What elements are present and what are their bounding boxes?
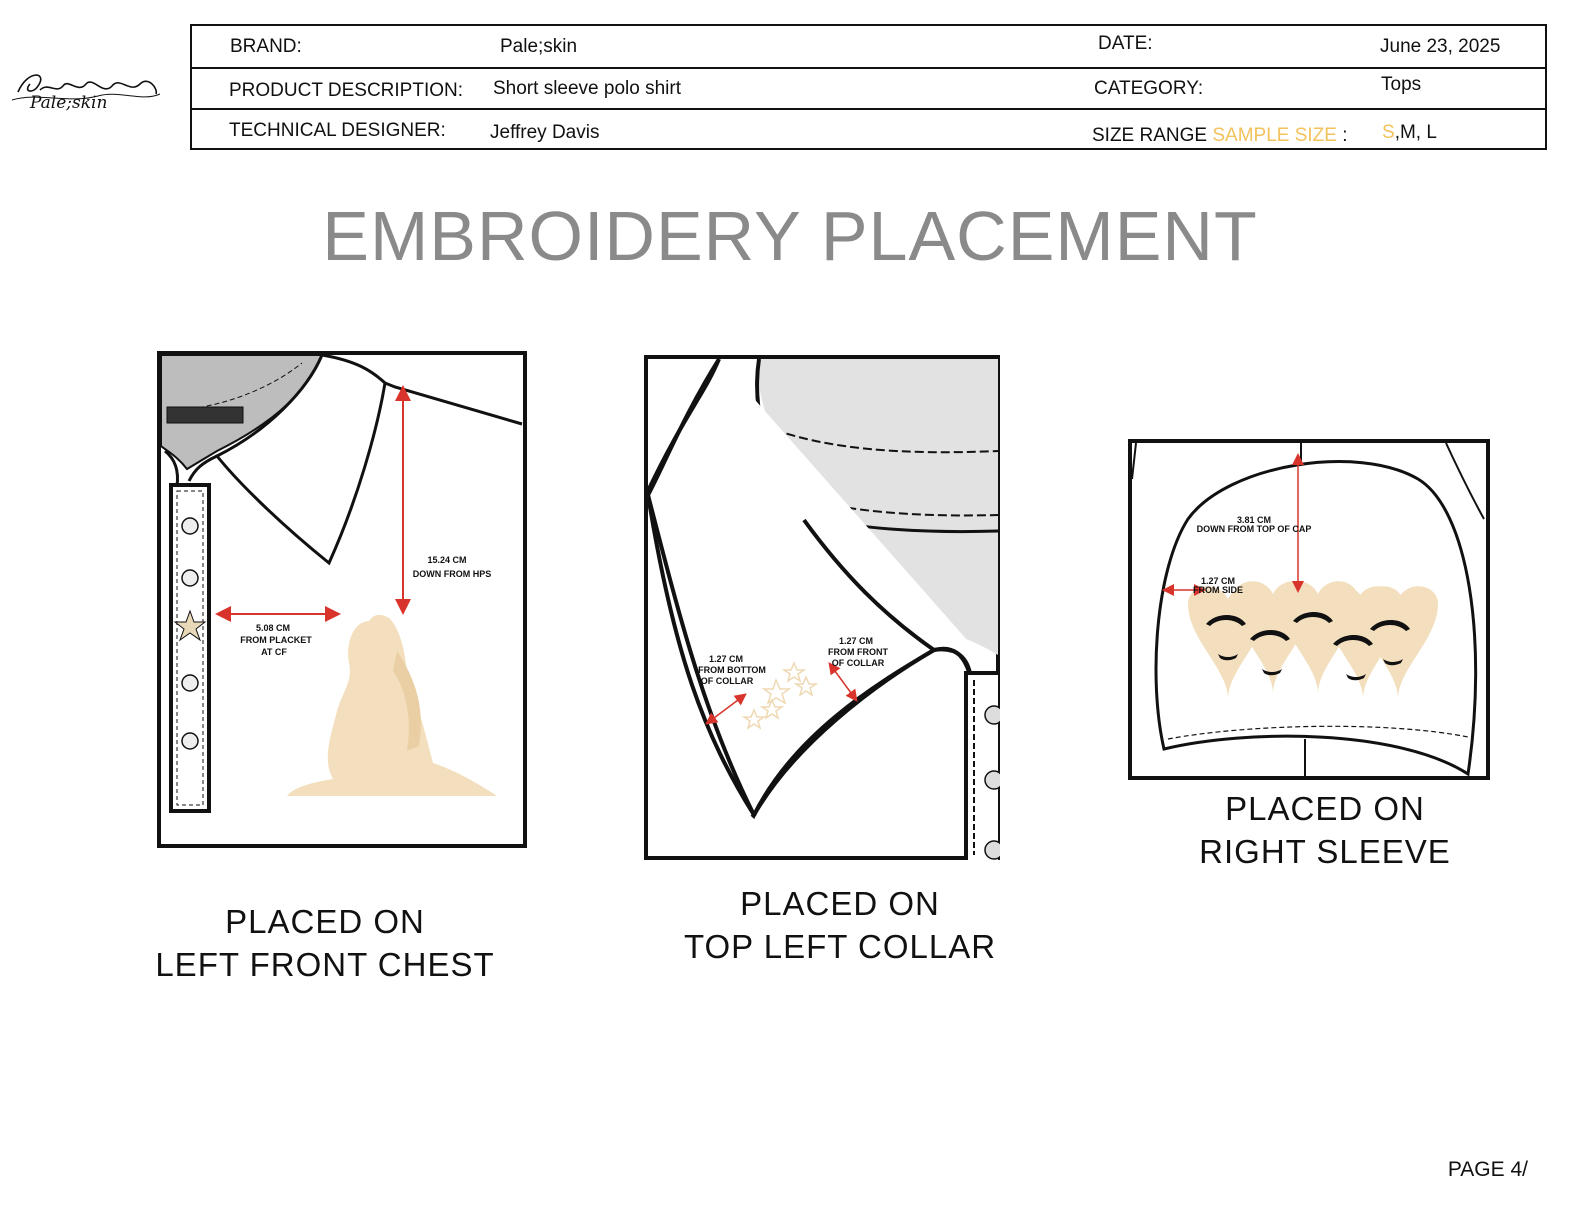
date-value: June 23, 2025 [1380,36,1501,57]
size-colon: : [1342,125,1348,146]
star-button-icon [173,609,207,642]
chest-placement-panel: 15.24 CM DOWN FROM HPS 5.08 CM FROM PLAC… [157,351,527,848]
chest-caption-line-2: LEFT FRONT CHEST [155,946,495,983]
collar-placement-panel: 1.27 CM FROM BOTTOM OF COLLAR 1.27 CM FR… [644,355,1000,860]
collar-front-measure-1: 1.27 CM [839,636,873,646]
chest-hps-measure-1: 15.24 CM [427,555,466,565]
size-range-label: SIZE RANGE [1092,125,1208,146]
placket-buttons [181,517,199,750]
chest-caption: PLACED ON LEFT FRONT CHEST [140,900,510,986]
date-label: DATE: [1098,33,1153,54]
category-value: Tops [1381,74,1422,95]
product-label: PRODUCT DESCRIPTION: [229,80,464,101]
sample-size-label: SAMPLE SIZE [1212,125,1337,146]
sleeve-side-measure-1: 1.27 CM [1201,576,1235,586]
collar-front-measure-2: FROM FRONT [828,647,888,657]
size-range-field: SIZE RANGE SAMPLE SIZE : [1092,125,1348,147]
collar-bottom-measure-3: OF COLLAR [701,676,754,686]
sleeve-caption-line-2: RIGHT SLEEVE [1199,833,1451,870]
designer-label: TECHNICAL DESIGNER: [229,120,446,141]
sample-size-value: S [1382,122,1395,143]
designer-value: Jeffrey Davis [490,122,600,143]
chest-placket-measure-1: 5.08 CM [256,623,290,633]
page-number: PAGE 4/ [1447,1158,1528,1181]
chest-hps-measure-2: DOWN FROM HPS [413,569,492,579]
brand-value: Pale;skin [500,36,578,57]
size-rest: ,M, L [1394,122,1437,143]
sleeve-cap-measure-2: DOWN FROM TOP OF CAP [1197,524,1312,534]
collar-bottom-measure-1: 1.27 CM [709,654,743,664]
brand-label: BRAND: [230,36,302,57]
chest-caption-line-1: PLACED ON [225,903,425,940]
sleeve-cap-measure-1: 3.81 CM [1237,515,1271,525]
collar-caption-line-2: TOP LEFT COLLAR [683,928,997,965]
size-values: S,M, L [1382,122,1437,144]
collar-caption-line-1: PLACED ON [740,885,940,922]
brand-logo: Pale;skin [11,74,161,113]
sleeve-caption: PLACED ON RIGHT SLEEVE [1140,787,1510,873]
product-value: Short sleeve polo shirt [493,78,681,99]
header-row-product: PRODUCT DESCRIPTION: Short sleeve polo s… [192,67,1545,110]
header-row-designer: TECHNICAL DESIGNER: Jeffrey Davis SIZE R… [192,108,1545,151]
page-title: EMBROIDERY PLACEMENT [322,197,1258,275]
logo-text: Pale;skin [29,93,107,113]
sleeve-placement-panel: 3.81 CM DOWN FROM TOP OF CAP 1.27 CM FRO… [1128,439,1490,780]
chest-placket-measure-2: FROM PLACKET [240,635,312,645]
chest-embroidery-artwork [287,614,497,796]
category-label: CATEGORY: [1094,78,1204,99]
collar-front-measure-3: OF COLLAR [832,658,885,668]
chest-placket-measure-3: AT CF [261,647,287,657]
spec-header-table: BRAND: Pale;skin DATE: June 23, 2025 PRO… [190,24,1547,150]
header-row-brand: BRAND: Pale;skin DATE: June 23, 2025 [192,26,1545,67]
sleeve-hearts-embroidery [1188,581,1438,699]
collar-bottom-measure-2: FROM BOTTOM [698,665,766,675]
collar-caption: PLACED ON TOP LEFT COLLAR [655,882,1025,968]
sleeve-side-measure-2: FROM SIDE [1193,585,1243,595]
sleeve-caption-line-1: PLACED ON [1225,790,1425,827]
